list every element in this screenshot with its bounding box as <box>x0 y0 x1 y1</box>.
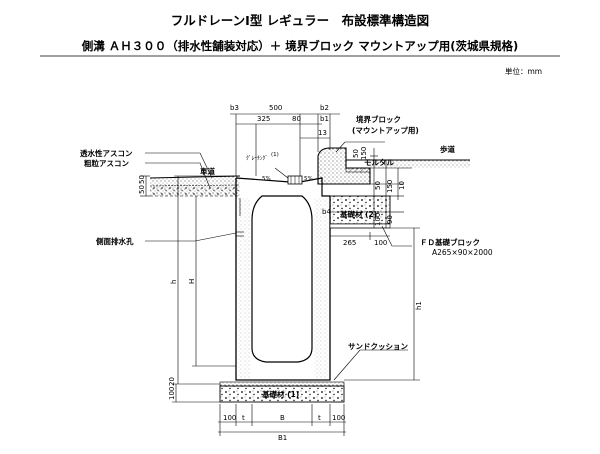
label-base-material-2: 基礎材 (2) <box>339 209 377 219</box>
label-slope-left: 5% <box>262 176 271 182</box>
dim-b2: b2 <box>320 104 329 112</box>
dim-150-a: 150 <box>360 147 368 160</box>
label-roadway: 車道 <box>200 166 215 176</box>
dim-20: 20 <box>168 377 176 386</box>
dim-80: 80 <box>292 115 301 123</box>
label-base-material-1: 基礎材 (1) <box>261 389 299 399</box>
dim-bottom-B1: B1 <box>278 434 287 442</box>
label-sidewalk: 歩道 <box>440 144 455 154</box>
label-boundary-block-1: 境界ブロック <box>356 114 401 124</box>
label-coarse-ascon: 粗粒アスコン <box>84 158 129 168</box>
dim-bottom-t-right: t <box>318 414 321 422</box>
leader-permeable-ascon <box>145 152 213 179</box>
label-permeable-ascon: 透水性アスコン <box>80 148 133 158</box>
top-dimensions <box>230 113 340 216</box>
dim-b3: b3 <box>230 104 239 112</box>
dim-50-a: 50 <box>352 149 360 158</box>
dim-b4: b4 <box>322 208 331 216</box>
label-fd-block: ＦＤ基礎ブロック <box>420 237 480 247</box>
dim-100: 100 <box>374 213 382 226</box>
dim-bottom-t-left: t <box>242 414 245 422</box>
leader-sand-cushion <box>333 349 408 381</box>
base-material-1 <box>219 381 345 403</box>
dim-265: 265 <box>343 239 356 247</box>
dim-90: 90 <box>386 215 394 224</box>
drawing-title: フルドレーンⅠ型 レギュラー 布設標準構造図 <box>170 13 430 28</box>
label-boundary-block-2: (マウントアップ用) <box>352 125 419 135</box>
drain-body <box>235 175 331 381</box>
dim-150-b: 150 <box>386 180 394 193</box>
dim-13: 13 <box>318 129 327 137</box>
fd-base-block <box>329 195 391 229</box>
left-dimensions <box>140 175 236 403</box>
leader-boundary-block <box>335 141 385 153</box>
right-dimensions <box>330 148 420 381</box>
leader-fd-block <box>381 225 412 247</box>
dim-50-b: 50 <box>138 185 146 194</box>
leader-grating <box>274 167 289 179</box>
road-pavement <box>149 175 241 197</box>
dim-b1: b1 <box>320 115 329 123</box>
svg-text:50: 50 <box>138 175 146 184</box>
drawing-subtitle: 側溝 ＡＨ３００（排水性舗装対応）＋ 境界ブロック マウントアップ用(茨城県規格… <box>81 39 519 53</box>
label-side-drain-hole: 側面排水孔 <box>95 236 134 246</box>
label-slope-right: 5% <box>304 176 313 182</box>
dim-325: 325 <box>257 115 270 123</box>
label-grating-note: (1) <box>271 152 279 158</box>
dim-bottom-100-left: 100 <box>223 414 236 422</box>
dim-500: 500 <box>269 104 282 112</box>
dim-bottom-100-right: 100 <box>332 414 345 422</box>
boundary-block <box>317 147 470 185</box>
dim-H: H <box>188 279 196 284</box>
dim-bottom-B: B <box>280 414 285 422</box>
dim-100-bottom: 100 <box>168 387 176 400</box>
dim-100-fd: 100 <box>374 239 387 247</box>
label-mortar: モルタル <box>364 157 394 167</box>
dim-h1: h1 <box>415 301 423 310</box>
unit-label: 単位：mm <box>505 67 543 76</box>
leader-coarse-ascon <box>145 162 211 189</box>
dim-h: h <box>170 280 178 284</box>
bottom-dimensions <box>218 404 346 436</box>
label-grating: ｸﾞﾚｰﾁﾝｸﾞ <box>246 155 268 162</box>
dim-50-c: 50 <box>374 181 382 190</box>
leader-side-drain-hole <box>145 232 237 242</box>
dim-10: 10 <box>398 181 406 190</box>
label-fd-block-size: A265×90×2000 <box>432 248 493 257</box>
label-sand-cushion: サンドクッション <box>348 341 408 351</box>
